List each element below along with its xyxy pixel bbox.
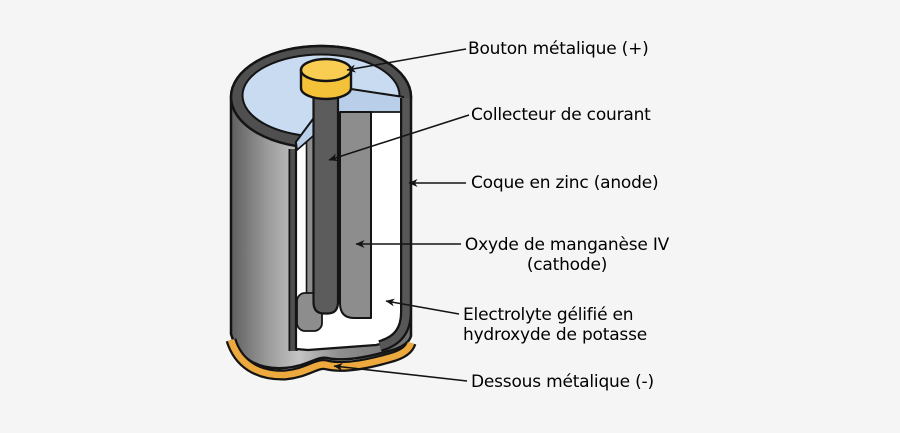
label-manganese-oxide-line2: (cathode) [526, 255, 608, 275]
label-electrolyte-line1: Electrolyte gélifié en [463, 305, 634, 325]
label-electrolyte-line2: hydroxyde de potasse [463, 325, 647, 345]
leader-line-electrolyte [385, 298, 460, 315]
leader-lines [328, 48, 470, 382]
button-top [299, 57, 353, 83]
label-current-collector: Collecteur de courant [471, 105, 651, 125]
label-metal-bottom: Dessous métalique (-) [471, 372, 654, 392]
label-zinc-shell: Coque en zinc (anode) [471, 173, 659, 193]
positive-button [299, 57, 353, 101]
label-manganese-oxide-line1: Oxyde de manganèse IV [464, 235, 670, 255]
leader-line-button [346, 48, 467, 73]
current-collector-rod [312, 70, 340, 315]
label-metal-button: Bouton métalique (+) [468, 39, 649, 59]
leader-line-collector [328, 114, 470, 162]
metal-bottom-strip [225, 338, 417, 381]
label-electrolyte: Electrolyte gélifié en hydroxyde de pota… [463, 305, 647, 345]
shell-cut-face-right [378, 98, 412, 352]
label-manganese-oxide: Oxyde de manganèse IV (cathode) [464, 235, 670, 275]
cathode-region [339, 111, 372, 319]
leader-line-bottom [333, 362, 468, 382]
